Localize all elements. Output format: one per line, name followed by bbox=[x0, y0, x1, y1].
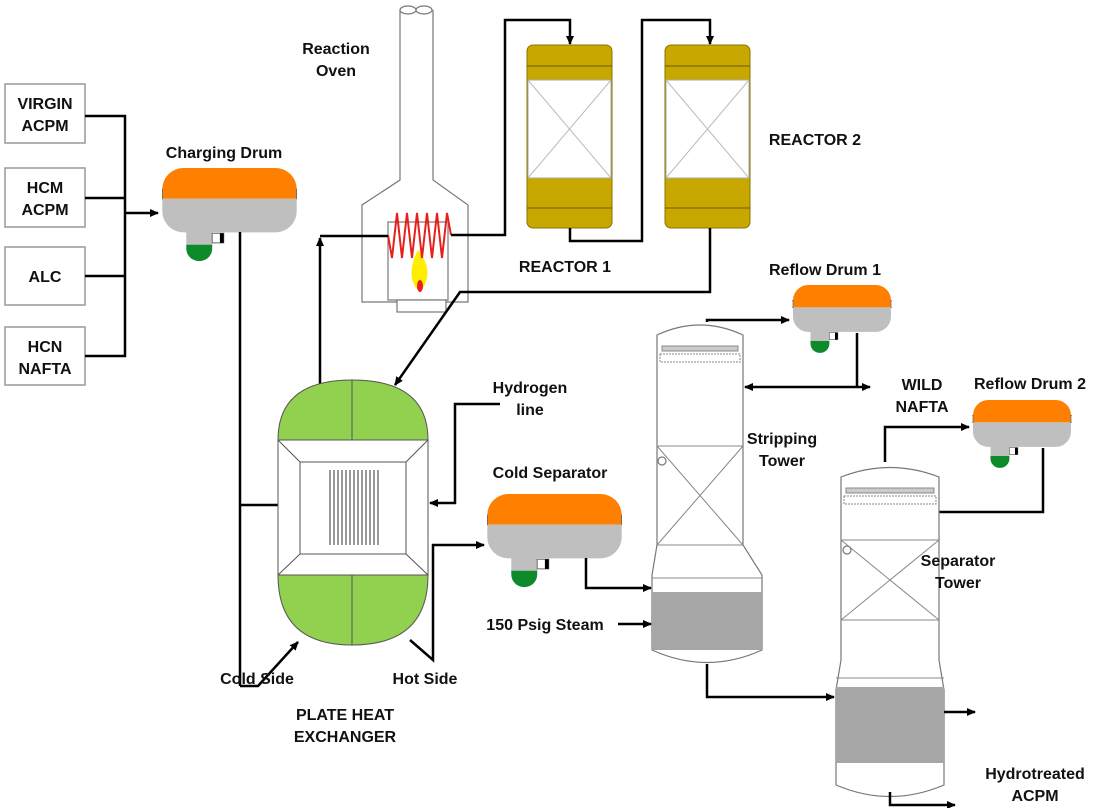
svg-text:Cold Separator: Cold Separator bbox=[493, 465, 608, 482]
svg-text:line: line bbox=[516, 402, 544, 419]
svg-text:Reflow Drum 1: Reflow Drum 1 bbox=[769, 262, 881, 279]
svg-text:Hydrotreated: Hydrotreated bbox=[985, 766, 1085, 783]
svg-text:VIRGIN: VIRGIN bbox=[17, 96, 72, 113]
svg-text:Cold Side: Cold Side bbox=[220, 671, 294, 688]
svg-text:Hot Side: Hot Side bbox=[393, 671, 458, 688]
charging-drum-label: Charging Drum bbox=[166, 145, 282, 162]
svg-text:HCM: HCM bbox=[27, 180, 63, 197]
feed-virgin-acpm: VIRGIN ACPM bbox=[4, 83, 86, 144]
reaction-oven bbox=[361, 5, 469, 313]
svg-text:Stripping: Stripping bbox=[747, 431, 817, 448]
plate-heat-exchanger bbox=[277, 379, 429, 646]
svg-text:Separator: Separator bbox=[921, 553, 996, 570]
svg-text:Oven: Oven bbox=[316, 63, 356, 80]
reactor-1 bbox=[526, 44, 613, 229]
svg-text:Tower: Tower bbox=[935, 575, 981, 592]
stripping-tower bbox=[651, 324, 763, 663]
svg-text:NAFTA: NAFTA bbox=[18, 361, 71, 378]
heating-coil bbox=[387, 212, 452, 259]
svg-text:ALC: ALC bbox=[29, 269, 62, 286]
separator-tower bbox=[835, 466, 945, 798]
feed-hcn-nafta: HCN NAFTA bbox=[4, 326, 86, 386]
svg-text:PLATE HEAT: PLATE HEAT bbox=[296, 707, 394, 724]
svg-text:Reaction: Reaction bbox=[302, 41, 370, 58]
svg-text:REACTOR 2: REACTOR 2 bbox=[769, 132, 861, 149]
svg-text:ACPM: ACPM bbox=[1011, 788, 1058, 805]
svg-text:ACPM: ACPM bbox=[21, 202, 68, 219]
svg-text:150 Psig Steam: 150 Psig Steam bbox=[486, 617, 603, 634]
reflow-drum-1 bbox=[792, 285, 892, 354]
svg-text:WILD: WILD bbox=[902, 377, 943, 394]
svg-text:ACPM: ACPM bbox=[21, 118, 68, 135]
charging-drum bbox=[162, 168, 297, 262]
svg-text:Tower: Tower bbox=[759, 453, 805, 470]
svg-text:Hydrogen: Hydrogen bbox=[493, 380, 568, 397]
feed-alc: ALC bbox=[4, 246, 86, 306]
svg-text:REACTOR 1: REACTOR 1 bbox=[519, 259, 611, 276]
cold-separator bbox=[487, 494, 622, 588]
svg-text:HCN: HCN bbox=[28, 339, 63, 356]
feed-hcm-acpm: HCM ACPM bbox=[4, 167, 86, 228]
svg-text:NAFTA: NAFTA bbox=[895, 399, 948, 416]
reactor-2 bbox=[664, 44, 751, 229]
svg-text:Reflow Drum 2: Reflow Drum 2 bbox=[974, 376, 1086, 393]
svg-text:EXCHANGER: EXCHANGER bbox=[294, 729, 397, 746]
reflow-drum-2 bbox=[972, 400, 1072, 469]
